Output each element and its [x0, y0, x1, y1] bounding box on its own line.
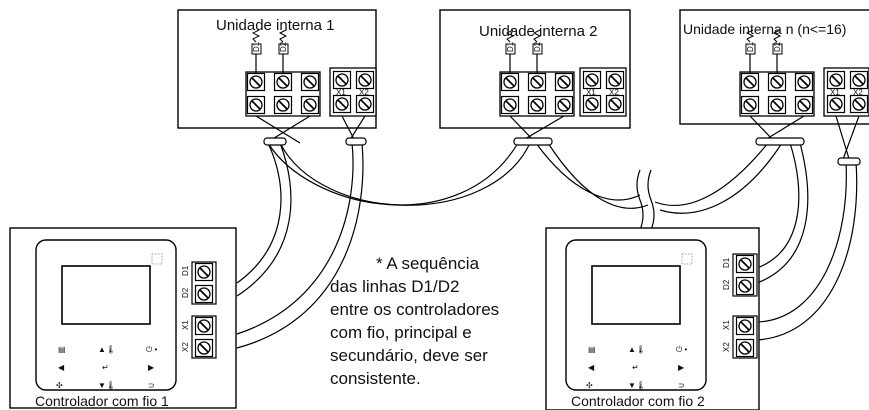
indoor-unit-n-signal-terminal	[739, 29, 815, 117]
unit2-x2-tag: X2	[609, 88, 619, 97]
note-line-6: consistente.	[330, 369, 421, 388]
indoor-unit-n	[679, 9, 869, 125]
ctrl1-x2-label: X2	[181, 342, 190, 352]
d1-d2-sequence-note: * A sequência das linhas D1/D2 entre os …	[330, 252, 580, 390]
note-line-2: das linhas D1/D2	[330, 277, 460, 296]
note-line-1: * A sequência	[376, 254, 480, 273]
ctrl2-x2-label: X2	[722, 342, 731, 352]
indoor-unit-2-signal-terminal	[499, 29, 575, 117]
indoor-unit-1-label: Unidade interna 1	[216, 17, 334, 34]
controller-1-x-terminal	[191, 315, 217, 359]
note-line-3: entre os controladores	[330, 300, 500, 319]
wired-controller-1	[9, 227, 237, 409]
indoor-unit-1	[177, 9, 377, 129]
note-line-5: secundário, deve ser	[330, 346, 488, 365]
ctrl1-d1-label: D1	[181, 265, 190, 276]
controller-2-label: Controlador com fio 2	[571, 393, 705, 409]
controller-2-d-terminal	[732, 253, 758, 297]
controller-1-label: Controlador com fio 1	[35, 393, 169, 409]
indoor-unit-1-signal-terminal	[245, 29, 321, 117]
ctrl2-x1-label: X1	[722, 320, 731, 330]
controller-2-x-terminal	[732, 315, 758, 359]
unit1-x2-tag: X2	[359, 88, 369, 97]
unitn-x1-tag: X1	[830, 88, 840, 97]
unit2-d2-tag: D2	[533, 41, 542, 52]
indoor-unit-n-x-terminal	[823, 67, 869, 117]
unitn-d1-tag: D1	[746, 41, 755, 52]
ctrl1-x1-label: X1	[181, 320, 190, 330]
ctrl2-d1-label: D1	[722, 257, 731, 268]
ctrl2-d2-label: D2	[722, 279, 731, 290]
ctrl1-d2-label: D2	[181, 287, 190, 298]
wired-controller-2	[545, 227, 760, 410]
unit1-x1-tag: X1	[336, 88, 346, 97]
indoor-unit-2	[439, 9, 631, 129]
unitn-x2-tag: X2	[853, 88, 863, 97]
indoor-unit-n-label: Unidade interna n (n<=16)	[683, 21, 846, 37]
controller-1-d-terminal	[191, 261, 217, 305]
indoor-unit-1-x-terminal	[329, 67, 377, 117]
unit2-d1-tag: D1	[506, 41, 515, 52]
cable-sheaths	[263, 137, 861, 166]
unit1-d1-tag: D1	[252, 41, 261, 52]
unit1-d2-tag: D2	[279, 41, 288, 52]
unit2-x1-tag: X1	[586, 88, 596, 97]
indoor-unit-2-x-terminal	[579, 67, 627, 117]
note-line-4: com fio, principal e	[330, 323, 472, 342]
unitn-d2-tag: D2	[773, 41, 782, 52]
x-wires	[236, 115, 860, 349]
indoor-unit-2-label: Unidade interna 2	[479, 23, 597, 40]
